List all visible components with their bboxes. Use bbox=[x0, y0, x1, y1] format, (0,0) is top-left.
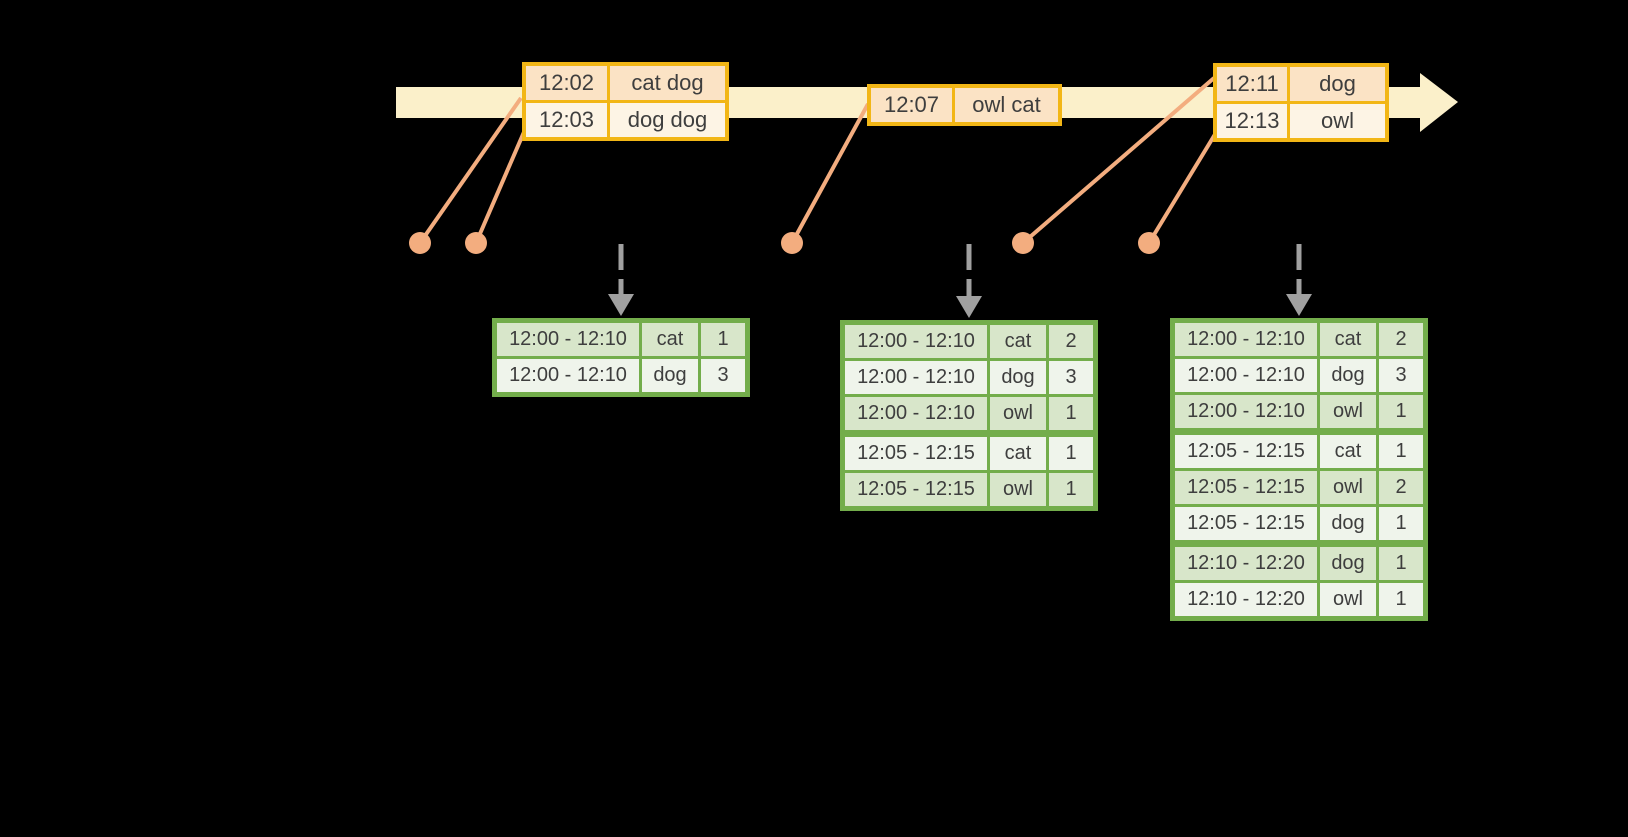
word-cell: cat bbox=[987, 325, 1046, 358]
result-row: 12:00 - 12:10 owl 1 bbox=[1175, 392, 1423, 428]
window-cell: 12:05 - 12:15 bbox=[1175, 435, 1317, 468]
word-cell: owl bbox=[987, 397, 1046, 430]
word-cell: owl bbox=[1317, 583, 1376, 616]
result-row: 12:05 - 12:15 dog 1 bbox=[1175, 504, 1423, 540]
arrow-down-icon bbox=[608, 294, 634, 316]
event-words-cell: cat dog bbox=[607, 66, 725, 100]
count-cell: 3 bbox=[1376, 359, 1423, 392]
event-table-2: 12:07 owl cat bbox=[867, 84, 1062, 126]
event-words-cell: owl cat bbox=[952, 88, 1058, 122]
event-table-1: 12:02 cat dog 12:03 dog dog bbox=[522, 62, 729, 141]
event-dot bbox=[1138, 232, 1160, 254]
window-cell: 12:05 - 12:15 bbox=[845, 437, 987, 470]
event-time-cell: 12:11 bbox=[1217, 67, 1287, 101]
result-row: 12:05 - 12:15 cat 1 bbox=[845, 430, 1093, 470]
event-time-cell: 12:02 bbox=[526, 66, 607, 100]
event-connector-line bbox=[418, 96, 523, 245]
timeline-arrowhead-icon bbox=[1420, 73, 1458, 132]
count-cell: 2 bbox=[1376, 323, 1423, 356]
result-row: 12:00 - 12:10 cat 2 bbox=[1175, 323, 1423, 356]
count-cell: 1 bbox=[1376, 547, 1423, 580]
event-table-3: 12:11 dog 12:13 owl bbox=[1213, 63, 1389, 142]
count-cell: 3 bbox=[698, 359, 745, 392]
count-cell: 1 bbox=[1046, 397, 1093, 430]
event-dot bbox=[409, 232, 431, 254]
word-cell: owl bbox=[987, 473, 1046, 506]
word-cell: owl bbox=[1317, 471, 1376, 504]
window-cell: 12:00 - 12:10 bbox=[1175, 359, 1317, 392]
word-cell: dog bbox=[987, 361, 1046, 394]
word-cell: cat bbox=[987, 437, 1046, 470]
event-row: 12:13 owl bbox=[1217, 101, 1385, 138]
word-cell: dog bbox=[639, 359, 698, 392]
result-row: 12:05 - 12:15 cat 1 bbox=[1175, 428, 1423, 468]
window-cell: 12:00 - 12:10 bbox=[497, 359, 639, 392]
count-cell: 1 bbox=[1376, 435, 1423, 468]
arrow-down-icon bbox=[956, 296, 982, 318]
trigger-arrow bbox=[956, 244, 982, 318]
result-row: 12:10 - 12:20 owl 1 bbox=[1175, 580, 1423, 616]
result-row: 12:05 - 12:15 owl 1 bbox=[845, 470, 1093, 506]
count-cell: 2 bbox=[1046, 325, 1093, 358]
word-cell: cat bbox=[1317, 323, 1376, 356]
window-cell: 12:10 - 12:20 bbox=[1175, 583, 1317, 616]
count-cell: 1 bbox=[1046, 437, 1093, 470]
word-cell: dog bbox=[1317, 507, 1376, 540]
result-table-3: 12:00 - 12:10 cat 2 12:00 - 12:10 dog 3 … bbox=[1170, 318, 1428, 621]
event-dot bbox=[465, 232, 487, 254]
event-words-cell: dog dog bbox=[607, 103, 725, 137]
event-row: 12:11 dog bbox=[1217, 67, 1385, 101]
event-time-cell: 12:03 bbox=[526, 103, 607, 137]
window-cell: 12:10 - 12:20 bbox=[1175, 547, 1317, 580]
window-cell: 12:00 - 12:10 bbox=[845, 361, 987, 394]
event-time-cell: 12:07 bbox=[871, 88, 952, 122]
word-cell: dog bbox=[1317, 547, 1376, 580]
event-words-cell: dog bbox=[1287, 67, 1385, 101]
window-cell: 12:00 - 12:10 bbox=[497, 323, 639, 356]
trigger-arrow bbox=[608, 244, 634, 316]
count-cell: 2 bbox=[1376, 471, 1423, 504]
trigger-arrow bbox=[1286, 244, 1312, 316]
event-dot bbox=[781, 232, 803, 254]
word-cell: owl bbox=[1317, 395, 1376, 428]
result-table-2: 12:00 - 12:10 cat 2 12:00 - 12:10 dog 3 … bbox=[840, 320, 1098, 511]
window-cell: 12:00 - 12:10 bbox=[845, 325, 987, 358]
arrow-down-icon bbox=[1286, 294, 1312, 316]
count-cell: 1 bbox=[1046, 473, 1093, 506]
event-connector-line bbox=[790, 103, 870, 244]
count-cell: 1 bbox=[1376, 507, 1423, 540]
event-dot bbox=[1012, 232, 1034, 254]
event-row: 12:02 cat dog bbox=[526, 66, 725, 100]
result-row: 12:00 - 12:10 dog 3 bbox=[497, 356, 745, 392]
window-cell: 12:00 - 12:10 bbox=[1175, 395, 1317, 428]
event-connector-line bbox=[474, 131, 526, 244]
event-row: 12:03 dog dog bbox=[526, 100, 725, 137]
count-cell: 1 bbox=[698, 323, 745, 356]
window-cell: 12:00 - 12:10 bbox=[845, 397, 987, 430]
count-cell: 1 bbox=[1376, 583, 1423, 616]
event-time-cell: 12:13 bbox=[1217, 104, 1287, 138]
window-cell: 12:05 - 12:15 bbox=[1175, 471, 1317, 504]
word-cell: dog bbox=[1317, 359, 1376, 392]
result-row: 12:10 - 12:20 dog 1 bbox=[1175, 540, 1423, 580]
result-row: 12:00 - 12:10 cat 2 bbox=[845, 325, 1093, 358]
result-row: 12:00 - 12:10 cat 1 bbox=[497, 323, 745, 356]
count-cell: 3 bbox=[1046, 361, 1093, 394]
result-row: 12:00 - 12:10 dog 3 bbox=[1175, 356, 1423, 392]
event-connector-line bbox=[1147, 129, 1219, 245]
result-row: 12:00 - 12:10 owl 1 bbox=[845, 394, 1093, 430]
event-words-cell: owl bbox=[1287, 104, 1385, 138]
result-table-1: 12:00 - 12:10 cat 1 12:00 - 12:10 dog 3 bbox=[492, 318, 750, 397]
result-row: 12:05 - 12:15 owl 2 bbox=[1175, 468, 1423, 504]
window-cell: 12:05 - 12:15 bbox=[845, 473, 987, 506]
count-cell: 1 bbox=[1376, 395, 1423, 428]
word-cell: cat bbox=[1317, 435, 1376, 468]
result-row: 12:00 - 12:10 dog 3 bbox=[845, 358, 1093, 394]
event-row: 12:07 owl cat bbox=[871, 88, 1058, 122]
window-cell: 12:00 - 12:10 bbox=[1175, 323, 1317, 356]
word-cell: cat bbox=[639, 323, 698, 356]
window-cell: 12:05 - 12:15 bbox=[1175, 507, 1317, 540]
event-connector-line bbox=[1021, 76, 1216, 245]
